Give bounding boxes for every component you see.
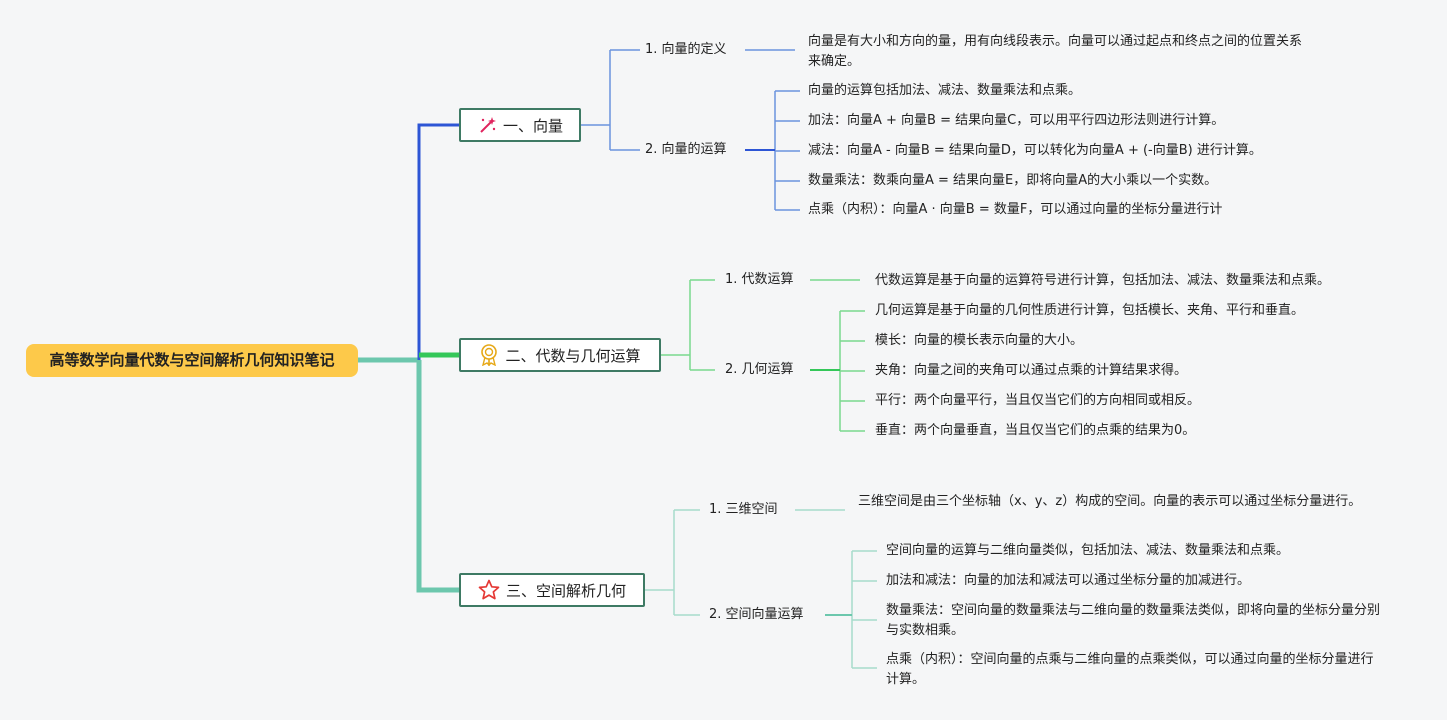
leaf-perpendicular: 垂直：两个向量垂直，当且仅当它们的点乘的结果为0。: [875, 423, 1196, 438]
leaf-3d-space: 三维空间是由三个坐标轴（x、y、z）构成的空间。向量的表示可以通过坐标分量进行。: [858, 494, 1362, 509]
award-medal-icon: [481, 344, 498, 366]
sub-geometry-operations[interactable]: 2. 几何运算: [725, 362, 794, 377]
topic-algebra-geometry[interactable]: 二、代数与几何运算: [459, 338, 661, 372]
sub-algebra-operations[interactable]: 1. 代数运算: [725, 272, 794, 287]
topic-label: 二、代数与几何运算: [505, 346, 641, 365]
leaf-operations-overview: 向量的运算包括加法、减法、数量乘法和点乘。: [808, 83, 1082, 98]
sub-3d-space[interactable]: 1. 三维空间: [709, 502, 778, 517]
topic-analytic-geometry[interactable]: 三、空间解析几何: [459, 573, 645, 607]
root-topic[interactable]: 高等数学向量代数与空间解析几何知识笔记: [26, 344, 358, 377]
topic-label: 三、空间解析几何: [505, 581, 626, 600]
leaf-addition: 加法：向量A + 向量B = 结果向量C，可以用平行四边形法则进行计算。: [808, 113, 1225, 128]
leaf-space-add-subtract: 加法和减法：向量的加法和减法可以通过坐标分量的加减进行。: [886, 573, 1251, 588]
connector-t2-subs: [660, 279, 715, 371]
sub-vector-definition[interactable]: 1. 向量的定义: [645, 42, 727, 57]
leaf-space-operations-overview: 空间向量的运算与二维向量类似，包括加法、减法、数量乘法和点乘。: [886, 543, 1290, 558]
star-icon: [478, 579, 500, 600]
leaf-subtraction: 减法：向量A - 向量B = 结果向量D，可以转化为向量A + (-向量B) 进…: [808, 143, 1262, 158]
connector-t3-s2-leaves: [825, 550, 877, 669]
connector-topic-3: [416, 360, 459, 593]
leaf-vector-definition: 向量是有大小和方向的量，用有向线段表示。向量可以通过起点和终点之间的位置关系来确…: [808, 34, 1303, 69]
leaf-parallel: 平行：两个向量平行，当且仅当它们的方向相同或相反。: [875, 393, 1201, 408]
leaf-scalar-multiplication: 数量乘法：数乘向量A = 结果向量E，即将向量A的大小乘以一个实数。: [808, 173, 1218, 188]
leaf-geometry-overview: 几何运算是基于向量的几何性质进行计算，包括模长、夹角、平行和垂直。: [875, 303, 1305, 318]
leaf-space-dot-product: 点乘（内积）：空间向量的点乘与二维向量的点乘类似，可以通过向量的坐标分量进行计算…: [886, 652, 1374, 687]
topic-label: 一、向量: [502, 116, 563, 135]
connector-t3-subs: [644, 509, 700, 616]
sub-vector-operations[interactable]: 2. 向量的运算: [645, 142, 727, 157]
magic-wand-icon: [480, 117, 496, 133]
leaf-dot-product: 点乘（内积）：向量A · 向量B = 数量F，可以通过向量的坐标分量进行计: [808, 202, 1223, 217]
leaf-magnitude: 模长：向量的模长表示向量的大小。: [875, 333, 1084, 348]
connector-t1-subs: [580, 49, 640, 151]
topic-vector[interactable]: 一、向量: [459, 108, 581, 142]
connector-topic-1: [417, 123, 459, 360]
leaf-algebra-operations: 代数运算是基于向量的运算符号进行计算，包括加法、减法、数量乘法和点乘。: [875, 273, 1331, 288]
leaf-angle: 夹角：向量之间的夹角可以通过点乘的计算结果求得。: [875, 363, 1188, 378]
sub-space-vector-operations[interactable]: 2. 空间向量运算: [709, 607, 804, 622]
leaf-space-scalar-multiplication: 数量乘法：空间向量的数量乘法与二维向量的数量乘法类似，即将向量的坐标分量分别与实…: [886, 603, 1381, 638]
